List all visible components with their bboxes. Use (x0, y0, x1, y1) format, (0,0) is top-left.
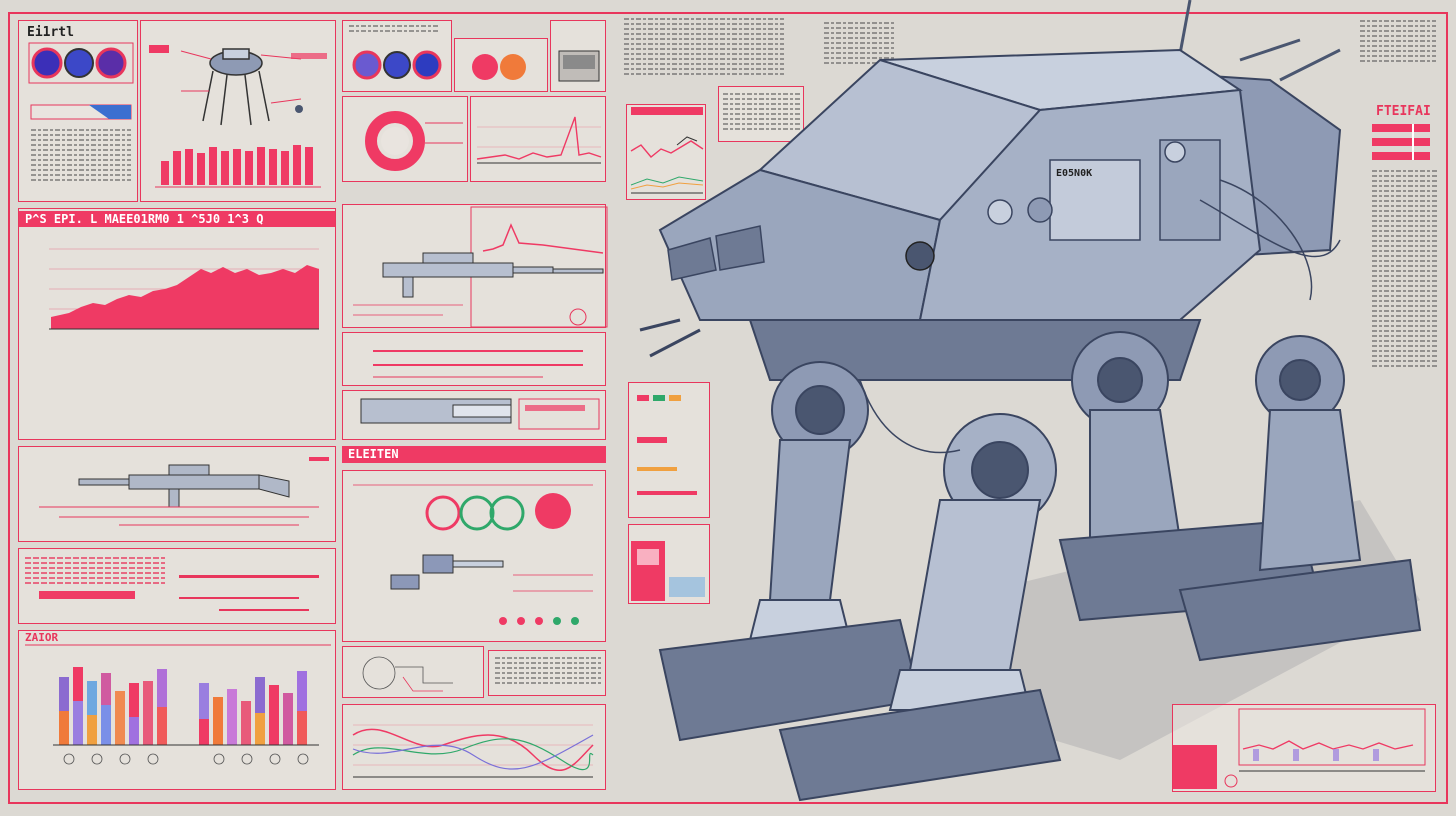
right-top-text (1360, 20, 1436, 70)
right-red-bars (1372, 124, 1430, 160)
blue-lens-icons (352, 50, 442, 80)
panel-left-area-charts: P^S EPI. L MAEE01RM0 1 ^5J0 1^3 Q (18, 208, 336, 440)
area-chart-upper (49, 248, 319, 330)
panel-center-spike (470, 96, 606, 182)
red-rule-lines (25, 557, 165, 617)
mid-legend-swatches (637, 395, 697, 495)
left-banner: P^S EPI. L MAEE01RM0 1 ^5J0 1^3 Q (19, 211, 335, 227)
mid-note-text (723, 93, 801, 139)
center-lens-caption (349, 25, 439, 37)
panel-mid-line-chart (626, 104, 706, 200)
wave-line-chart (352, 724, 594, 778)
monitor-icon (558, 50, 600, 82)
gradient-strip (30, 104, 132, 120)
panel-center-monitor (550, 20, 606, 92)
panel-top-left-lenses: Ei1rtl (18, 20, 138, 202)
panel-left-rifle (18, 446, 336, 542)
stacked-bar-chart (25, 644, 331, 765)
lens-group-icon (28, 42, 134, 84)
rifle-diagram (39, 457, 329, 526)
panel-center-schematic (342, 646, 484, 698)
rule-lines (373, 350, 583, 378)
panel-left-stacked-bars: ZAIOR (18, 630, 336, 790)
walker-mech-illustration (639, 0, 1422, 802)
spike-line-chart (476, 116, 602, 164)
panel-center-warm-lenses (454, 38, 548, 92)
spec-table-text (495, 657, 601, 693)
mid-card-graphic (631, 541, 705, 601)
bottom-right-chart (1173, 708, 1426, 789)
gun-diagram (353, 206, 608, 328)
left-low-label: ZAIOR (25, 631, 59, 644)
panel-center-spec-table (488, 650, 606, 696)
mid-line-chart (630, 136, 704, 194)
panel-center-rings (342, 470, 606, 642)
ring-indicators (353, 484, 593, 625)
drone-diagram (149, 45, 327, 188)
mid-chart-title (631, 107, 703, 115)
center-banner: ELEITEN (342, 446, 606, 463)
header-text-block-2 (824, 22, 894, 72)
panel-center-barrel (342, 390, 606, 440)
panel-mid-note (718, 86, 804, 142)
panel-center-ring (342, 96, 468, 182)
top-left-label: Ei1rtl (27, 25, 74, 40)
panel-center-lenses (342, 20, 452, 92)
circuit-schematic (362, 656, 453, 692)
panel-top-left-drone (140, 20, 336, 202)
barrel-diagram (360, 398, 600, 430)
spec-bars (39, 575, 319, 611)
panel-left-bars (18, 548, 336, 624)
warm-lens-icons (472, 54, 526, 80)
right-title: FTEIFAI (1376, 104, 1431, 119)
panel-center-rules (342, 332, 606, 386)
mech-plate-label: E05N0K (1056, 168, 1093, 179)
panel-center-gun (342, 204, 608, 328)
right-spec-text (1372, 170, 1438, 370)
donut-ring-chart (365, 111, 463, 171)
spec-text-block (31, 129, 131, 199)
panel-mid-card (628, 524, 710, 604)
header-text-block (624, 18, 784, 78)
outer-frame (8, 12, 1448, 804)
panel-center-waves (342, 704, 606, 790)
panel-bottom-right-chart (1172, 704, 1436, 792)
panel-mid-legend (628, 382, 710, 518)
